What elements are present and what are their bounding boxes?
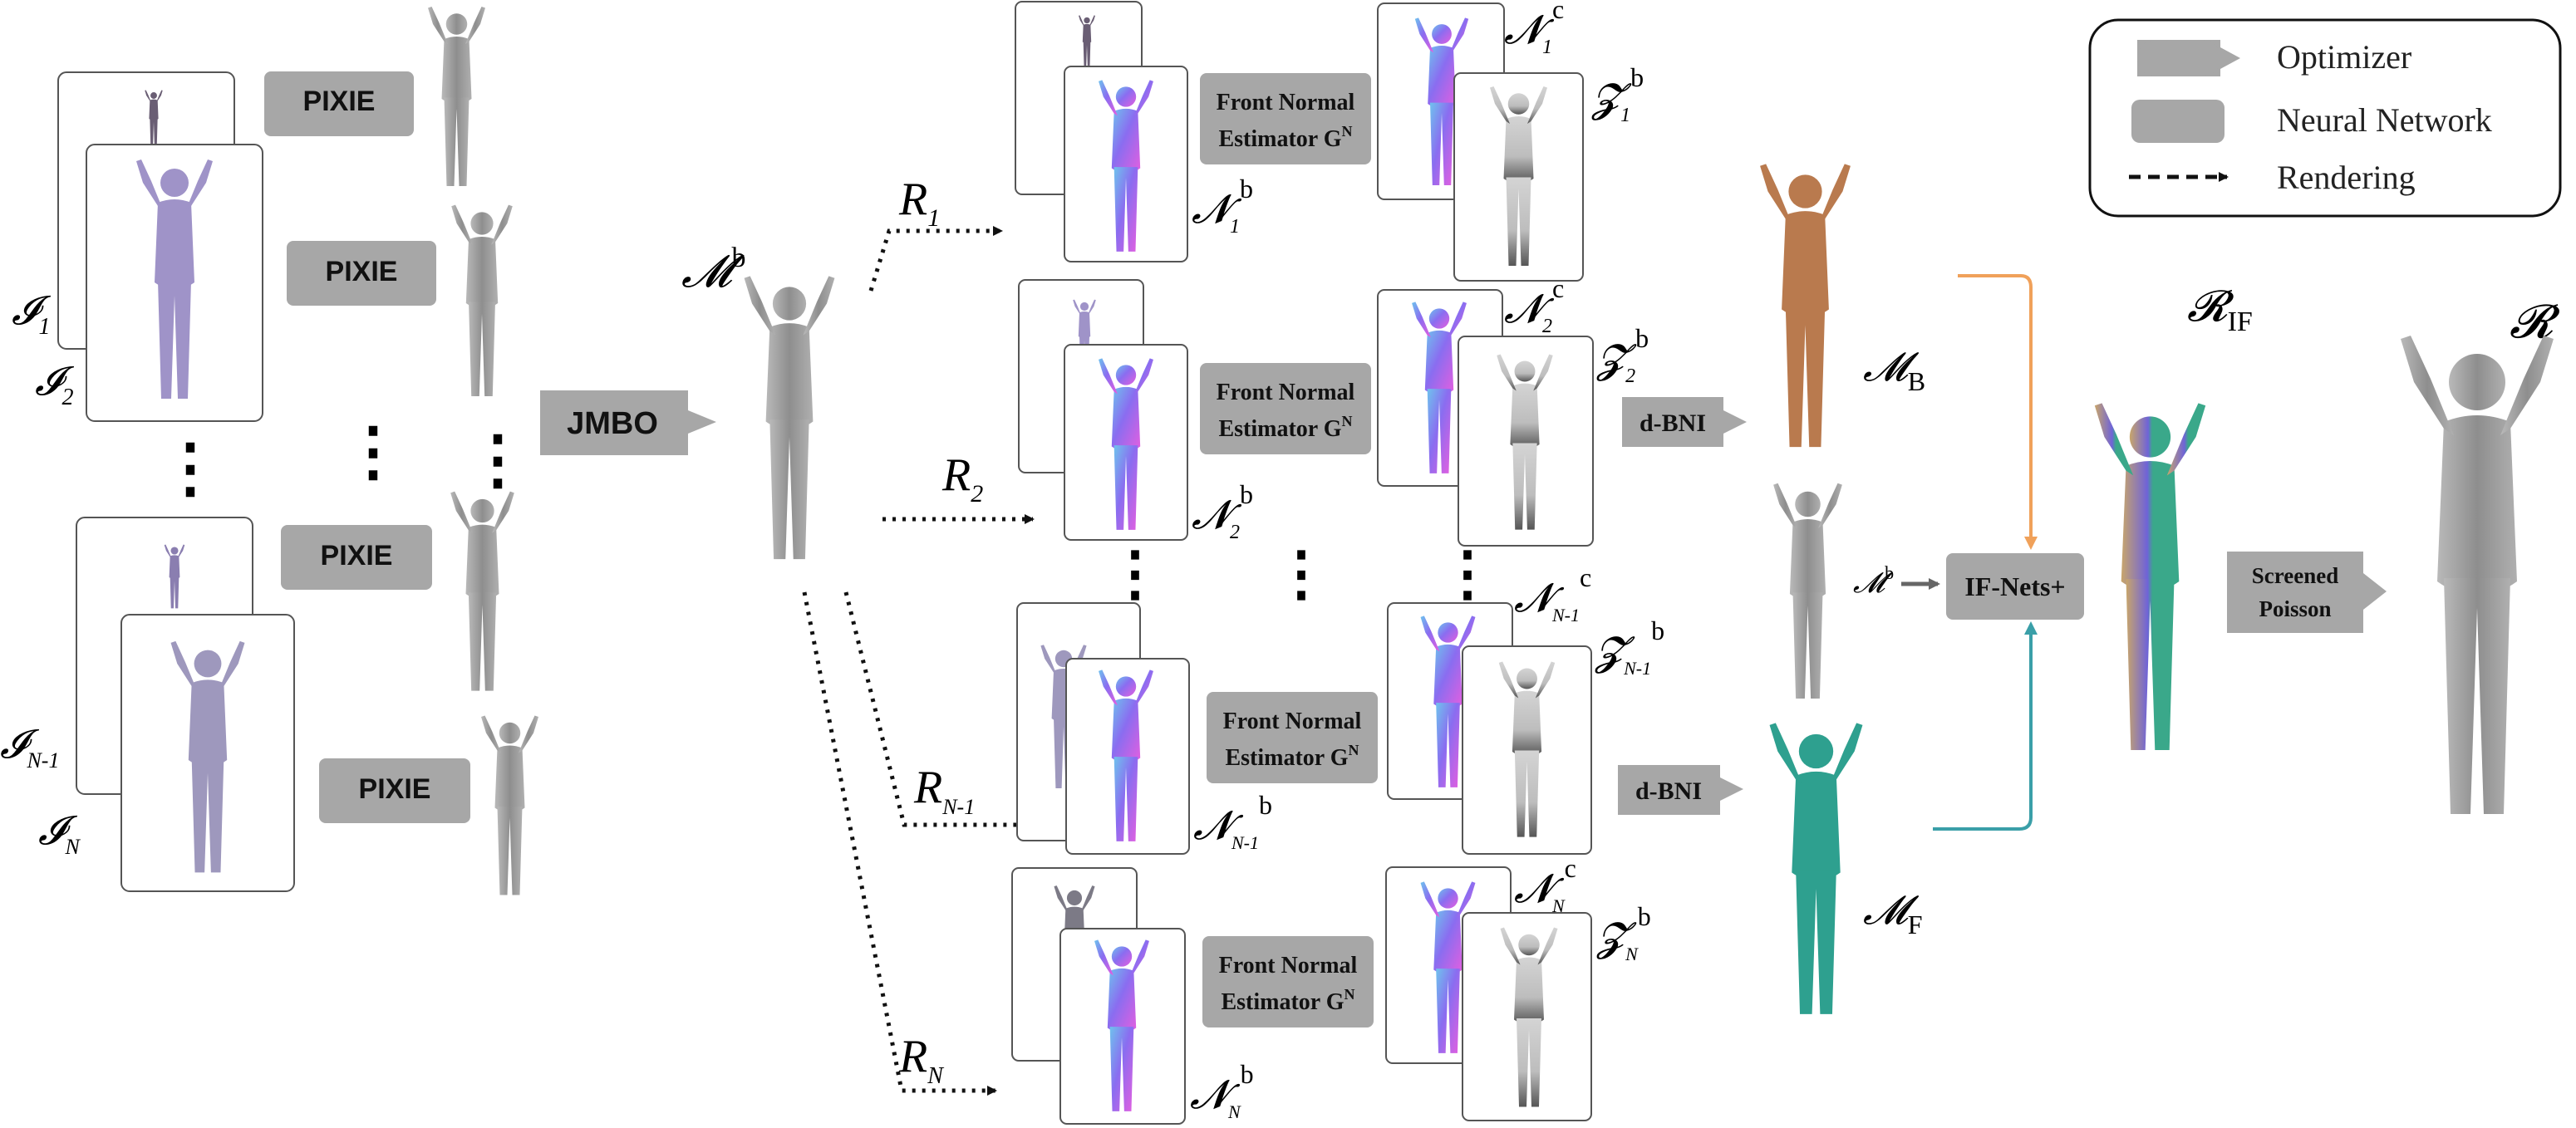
svg-text:d-BNI: d-BNI [1639, 410, 1706, 437]
svg-text:PIXIE: PIXIE [321, 540, 393, 571]
ifnets-box: IF-Nets+ [1946, 553, 2084, 620]
svg-text:PIXIE: PIXIE [359, 773, 431, 805]
label-R2: R2 [941, 449, 983, 508]
vertical-dots-normal-inputs: ⋮ [1105, 541, 1165, 607]
label-N1c: 𝓝1c [1504, 0, 1564, 58]
front-normal-box-1: Front Normal Estimator GN [1200, 73, 1371, 164]
dbni-box-back: d-BNI [1622, 397, 1747, 447]
svg-text:Estimator GN: Estimator GN [1221, 986, 1354, 1015]
label-Z2b: 𝓩2b [1596, 323, 1649, 387]
mesh-front [1769, 723, 1863, 1014]
label-RIF: 𝓡IF [2187, 283, 2253, 337]
jmbo-box: JMBO [540, 390, 716, 455]
front-normal-box-3: Front Normal Estimator GN [1207, 692, 1378, 783]
svg-text:Estimator GN: Estimator GN [1218, 413, 1352, 442]
svg-text:IF-Nets+: IF-Nets+ [1964, 571, 2065, 601]
vertical-dots-outputs: ⋮ [1438, 541, 1497, 607]
arrow-back-to-ifnets [1958, 274, 2038, 550]
input-image-stack-bottom [76, 517, 295, 892]
label-RN1: RN-1 [913, 762, 975, 819]
label-NNb: 𝓝Nb [1190, 1059, 1254, 1122]
label-IN: 𝓘N [38, 809, 81, 859]
mb-body [744, 276, 835, 560]
svg-text:Front Normal: Front Normal [1217, 380, 1355, 405]
label-MF: 𝓜F [1863, 889, 1923, 939]
label-Mb-small: 𝓜b [1853, 562, 1894, 599]
label-Mb: 𝓜b [681, 243, 745, 297]
label-I1: 𝓘1 [12, 289, 52, 340]
render-arrow-r1 [868, 226, 1003, 292]
dbni-box-front: d-BNI [1618, 765, 1743, 815]
svg-text:PIXIE: PIXIE [326, 256, 398, 287]
label-ZN1b: 𝓩N-1b [1595, 615, 1664, 679]
front-normal-box-4: Front Normal Estimator GN [1202, 936, 1374, 1027]
svg-text:Estimator GN: Estimator GN [1218, 123, 1352, 152]
legend-optimizer-label: Optimizer [2277, 38, 2411, 76]
row-n1-output [1387, 602, 1592, 855]
mesh-back [1760, 164, 1851, 448]
svg-text:d-BNI: d-BNI [1635, 777, 1702, 805]
label-MB: 𝓜B [1863, 346, 1925, 396]
render-arrow-rN1 [843, 591, 1035, 830]
row-2-output [1377, 289, 1594, 547]
label-N2b: 𝓝2b [1192, 479, 1253, 543]
legend-rendering-label: Rendering [2277, 159, 2416, 196]
legend-network-label: Neural Network [2277, 101, 2492, 139]
render-arrow-rN [802, 591, 997, 1096]
label-NN1b: 𝓝N-1b [1193, 790, 1272, 853]
pixie-box-4: PIXIE [319, 758, 470, 823]
label-N1b: 𝓝1b [1192, 174, 1253, 238]
pixie-box-1: PIXIE [264, 71, 414, 136]
label-NN1c: 𝓝N-1c [1514, 562, 1591, 625]
arrow-front-to-ifnets [1933, 621, 2038, 831]
label-IN1: 𝓘N-1 [0, 723, 59, 772]
mesh-final [2401, 336, 2554, 814]
pixie-body-4 [481, 715, 538, 895]
svg-text:Front Normal: Front Normal [1217, 90, 1355, 115]
vertical-dots-bodies: ⋮ [465, 424, 530, 496]
pixie-body-2 [451, 204, 513, 396]
vertical-dots-pixie: ⋮ [341, 415, 406, 488]
pixie-box-3: PIXIE [281, 525, 432, 590]
mesh-smplx-mb [1773, 483, 1842, 699]
svg-text:PIXIE: PIXIE [303, 86, 376, 117]
label-R1: R1 [898, 174, 940, 232]
row-1-input [1015, 1, 1188, 262]
vertical-dots-estimators: ⋮ [1271, 541, 1331, 607]
label-N2c: 𝓝2c [1504, 273, 1564, 337]
screened-poisson-box: Screened Poisson [2227, 552, 2387, 633]
vertical-dots-images: ⋮ [158, 432, 223, 504]
label-I2: 𝓘2 [35, 360, 75, 410]
svg-text:Estimator GN: Estimator GN [1225, 742, 1359, 771]
legend: Optimizer Neural Network Rendering [2088, 18, 2562, 218]
pixie-body-3 [450, 491, 514, 691]
row-1-output [1377, 2, 1584, 282]
pixie-body-1 [428, 7, 485, 186]
front-normal-box-2: Front Normal Estimator GN [1200, 363, 1371, 454]
label-RN: RN [898, 1031, 944, 1089]
legend-network-swatch [2131, 100, 2225, 143]
input-image-stack-top [57, 71, 263, 422]
label-ZNb: 𝓩Nb [1596, 901, 1651, 964]
svg-text:Screened: Screened [2252, 563, 2338, 588]
svg-text:Front Normal: Front Normal [1219, 953, 1358, 978]
pixie-box-2: PIXIE [287, 241, 436, 306]
row-2-input [1018, 279, 1188, 541]
row-n-output [1385, 866, 1592, 1121]
svg-text:JMBO: JMBO [567, 406, 658, 441]
mesh-rif [2094, 403, 2206, 750]
row-n-input [1011, 867, 1186, 1125]
row-n1-input [1016, 602, 1190, 855]
label-NNc: 𝓝Nc [1514, 853, 1576, 916]
svg-text:Front Normal: Front Normal [1223, 709, 1362, 734]
label-Z1b: 𝓩1b [1591, 62, 1644, 126]
svg-text:Poisson: Poisson [2259, 596, 2331, 621]
